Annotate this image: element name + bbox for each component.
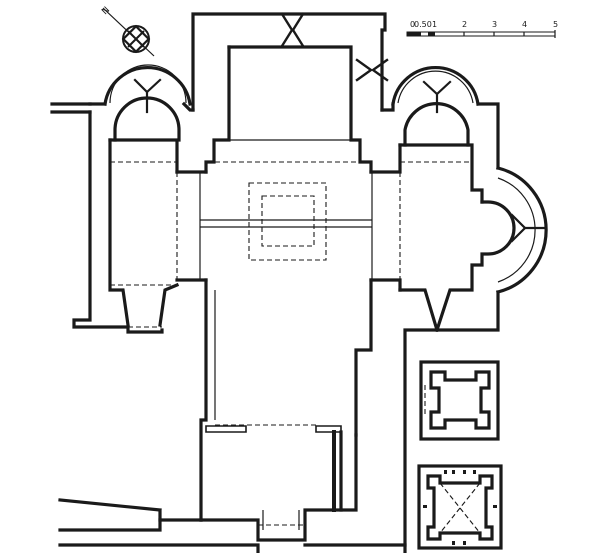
- dome-outline: [248, 182, 327, 261]
- north-porch: [191, 12, 389, 112]
- scale-label-1: 1: [432, 20, 437, 29]
- west-apse: [103, 64, 192, 142]
- east-chapel: [369, 102, 548, 553]
- north-arrow: N: [100, 5, 155, 57]
- scale-bar: 0 0.50 1 2 3 4 5: [406, 20, 558, 38]
- scale-label-3: 3: [492, 20, 497, 29]
- west-entrance: [58, 498, 407, 553]
- dome-plan-detail: [417, 464, 503, 550]
- scale-label-4: 4: [522, 20, 527, 29]
- nave: [199, 278, 373, 522]
- scale-label-5: 5: [553, 20, 558, 29]
- scale-label-2: 2: [462, 20, 467, 29]
- scale-label-050: 0.50: [414, 20, 432, 29]
- scale-label-0: 0: [410, 20, 415, 29]
- west-chapel: [50, 101, 208, 334]
- east-apse: [391, 66, 480, 147]
- north-label: N: [100, 5, 112, 17]
- sanctuary: [204, 45, 373, 174]
- pier-plan-detail: [419, 360, 500, 441]
